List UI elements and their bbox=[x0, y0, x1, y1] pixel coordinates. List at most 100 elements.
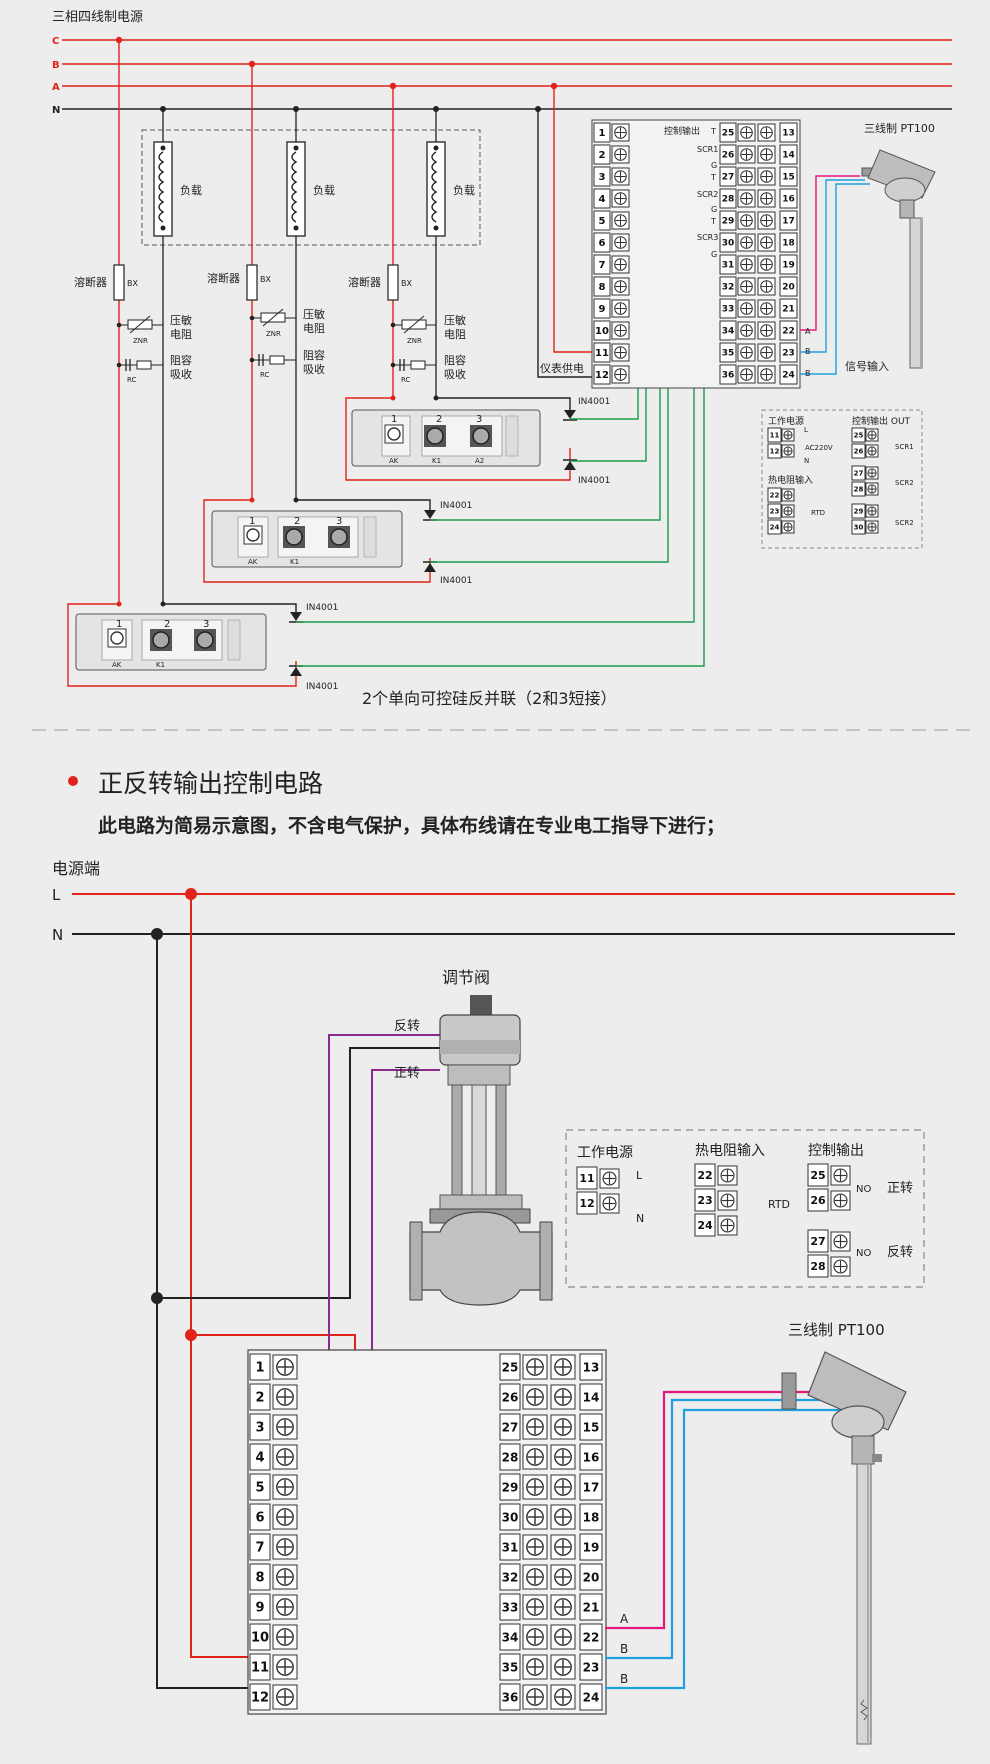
rc-desc-3a: 阻容 bbox=[444, 353, 466, 367]
terminal-screw-icon bbox=[272, 1414, 298, 1440]
terminal-screw-icon bbox=[737, 145, 756, 164]
t-label-1: T bbox=[710, 127, 716, 136]
varistor-label-1b: 电阻 bbox=[170, 328, 192, 341]
terminal-screw-icon bbox=[522, 1504, 548, 1530]
wire-a-top: A bbox=[805, 327, 811, 336]
terminal-screw-icon bbox=[611, 211, 630, 230]
bottom-legend-rtd: RTD bbox=[768, 1198, 790, 1211]
bx-label-2: BX bbox=[260, 275, 271, 284]
legend-terminal-num: 28 bbox=[810, 1260, 825, 1273]
top-legend-rtd: RTD bbox=[811, 509, 825, 517]
terminal-num-mid: 36 bbox=[502, 1690, 519, 1704]
legend-terminal-num: 25 bbox=[854, 432, 864, 440]
terminal-screw-icon bbox=[757, 211, 776, 230]
scr1-label: SCR1 bbox=[697, 145, 718, 154]
terminal-screw-icon bbox=[757, 255, 776, 274]
terminal-screw-icon bbox=[522, 1354, 548, 1380]
terminal-num-right: 20 bbox=[782, 283, 795, 293]
terminal-num-right: 19 bbox=[583, 1540, 600, 1554]
terminal-num-left: 9 bbox=[255, 1601, 264, 1616]
terminal-num-left: 10 bbox=[595, 326, 609, 337]
bottom-title: 正反转输出控制电路 bbox=[98, 769, 323, 798]
terminal-screw-icon bbox=[611, 321, 630, 340]
terminal-screw-icon bbox=[272, 1504, 298, 1530]
valve-forward-label: 正转 bbox=[394, 1066, 420, 1081]
scr-module-1: 1 2 3 AK K1 IN4001 IN4001 bbox=[67, 601, 338, 692]
phase-label-c: C bbox=[52, 36, 59, 47]
terminal-num-mid: 34 bbox=[722, 327, 735, 337]
phase-label-n: N bbox=[52, 105, 60, 116]
terminal-screw-icon bbox=[865, 504, 879, 518]
bx-label-1: BX bbox=[127, 279, 138, 288]
terminal-screw-icon bbox=[550, 1384, 576, 1410]
terminal-num-left: 4 bbox=[255, 1451, 264, 1466]
terminal-screw-icon bbox=[757, 145, 776, 164]
terminal-screw-icon bbox=[611, 167, 630, 186]
pt100-bottom-label: 三线制 PT100 bbox=[788, 1321, 885, 1339]
terminal-screw-icon bbox=[611, 365, 630, 384]
terminal-screw-icon bbox=[757, 343, 776, 362]
terminal-screw-icon bbox=[272, 1384, 298, 1410]
pt100-sensor-bottom: 三线制 PT100 bbox=[781, 1321, 907, 1745]
terminal-screw-icon bbox=[611, 255, 630, 274]
terminal-num-mid: 25 bbox=[722, 129, 735, 139]
power-end-label: 电源端 bbox=[52, 859, 100, 878]
terminal-screw-icon bbox=[599, 1168, 620, 1189]
terminal-screw-icon bbox=[737, 299, 756, 318]
terminal-screw-icon bbox=[737, 365, 756, 384]
load-group-box bbox=[141, 129, 481, 246]
terminal-screw-icon bbox=[717, 1190, 738, 1211]
terminal-screw-icon bbox=[550, 1414, 576, 1440]
terminal-num-right: 13 bbox=[782, 129, 795, 139]
terminal-screw-icon bbox=[781, 488, 795, 502]
g-label-3: G bbox=[711, 250, 717, 259]
rc-label-2: RC bbox=[260, 371, 270, 379]
legend-terminal-num: 23 bbox=[697, 1194, 712, 1207]
terminal-num-left: 8 bbox=[599, 282, 606, 293]
bottom-legend-ctrl-title: 控制输出 bbox=[808, 1143, 864, 1159]
bottom-subtitle: 此电路为简易示意图，不含电气保护，具体布线请在专业电工指导下进行； bbox=[98, 814, 725, 837]
phase-a-feed bbox=[389, 82, 397, 398]
legend-terminal-num: 26 bbox=[854, 448, 864, 456]
signal-in-label: 信号输入 bbox=[845, 359, 889, 373]
terminal-screw-icon bbox=[737, 321, 756, 340]
load-branch-1: 负载 bbox=[153, 109, 202, 604]
terminal-num-left: 2 bbox=[599, 150, 606, 161]
terminal-num-mid: 29 bbox=[502, 1480, 519, 1494]
phase-label-b: B bbox=[52, 60, 60, 71]
terminal-num-mid: 34 bbox=[502, 1630, 519, 1644]
terminal-num-left: 1 bbox=[255, 1361, 264, 1376]
terminal-num-left: 12 bbox=[595, 370, 609, 381]
terminal-num-right: 16 bbox=[782, 195, 795, 205]
terminal-num-right: 24 bbox=[782, 371, 795, 381]
rc-desc-1a: 阻容 bbox=[170, 353, 192, 367]
diode-label-1b: IN4001 bbox=[306, 682, 338, 692]
terminal-num-left: 7 bbox=[599, 260, 606, 271]
terminal-num-mid: 26 bbox=[502, 1390, 519, 1404]
terminal-screw-icon bbox=[272, 1534, 298, 1560]
terminal-screw-icon bbox=[611, 189, 630, 208]
varistor-label-3b: 电阻 bbox=[444, 328, 466, 341]
terminal-screw-icon bbox=[865, 520, 879, 534]
terminal-num-right: 19 bbox=[782, 261, 795, 271]
terminal-screw-icon bbox=[522, 1564, 548, 1590]
znr-label-2: ZNR bbox=[266, 330, 281, 338]
pt100-sensor-top: 三线制 PT100 bbox=[861, 121, 936, 369]
terminal-num-mid: 36 bbox=[722, 371, 735, 381]
top-legend-rtd-title: 热电阻输入 bbox=[768, 474, 813, 486]
rc-desc-2a: 阻容 bbox=[303, 348, 325, 362]
load-label-2: 负载 bbox=[313, 183, 335, 197]
terminal-num-left: 7 bbox=[255, 1541, 264, 1556]
ctrl-out-label: 控制输出 bbox=[664, 125, 700, 137]
terminal-screw-icon bbox=[717, 1215, 738, 1236]
load-label-3: 负载 bbox=[453, 183, 475, 197]
terminal-num-mid: 33 bbox=[502, 1600, 519, 1614]
legend-terminal-num: 12 bbox=[579, 1197, 594, 1210]
legend-terminal-num: 29 bbox=[854, 508, 864, 516]
top-legend-scr2b: SCR2 bbox=[895, 519, 914, 527]
top-legend-ac: AC220V bbox=[805, 444, 833, 452]
terminal-screw-icon bbox=[757, 123, 776, 142]
terminal-screw-icon bbox=[830, 1190, 851, 1211]
varistor-label-3a: 压敏 bbox=[444, 313, 466, 327]
terminal-screw-icon bbox=[757, 365, 776, 384]
